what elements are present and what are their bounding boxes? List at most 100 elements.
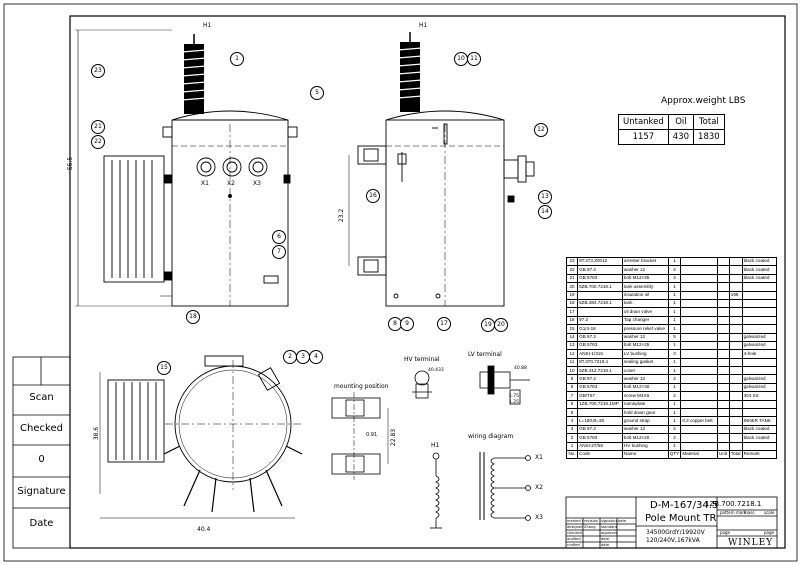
bom-cell: black coated [741,265,778,275]
bom-cell: black coated [741,273,778,284]
bom-cell: 8T.370.7218.1 [577,357,623,368]
balloon-13: 13 [538,190,552,204]
title-block-cell: marked num [567,519,583,523]
bom-cell: screw M4X6 [621,391,669,401]
bom-cell: 8T.473.Z0012 [577,256,623,267]
bom-cell: 1 [667,408,682,418]
bom-cell [717,374,730,384]
dim-38-6: 38.6 [93,426,101,441]
bom-cell: cover [621,366,669,376]
bom-cell: 2 [667,433,682,443]
wiring-diagram [430,452,531,529]
bom-cell [741,290,778,300]
bom-cell: GB 5783 [577,273,623,284]
bom-cell [728,273,743,284]
rating-line-1: 34500GrdY/19920V [646,529,705,536]
bom-cell: Code [577,449,623,460]
bom-cell: 5 [565,408,579,418]
x2-label: X2 [227,180,235,187]
bom-cell [728,441,743,452]
lv-dim2: 1.75 [509,394,520,399]
bom-cell: GB 97.2 [577,374,623,384]
balloon-9: 9 [400,317,414,331]
balloon-20: 20 [494,318,508,332]
bom-cell [680,382,718,393]
bom-cell [717,290,730,300]
bom-cell [728,315,743,326]
dim-55-5: 55.5 [67,156,75,171]
bom-cell: HV bushing [621,441,669,452]
bom-cell: 13 [565,340,579,351]
bom-cell: oil drain valve [621,307,669,317]
bom-cell: 10 [565,366,579,376]
title-block-cell: approved [601,531,617,535]
bom-cell [728,408,743,418]
bom-cell: 3 [565,424,579,435]
bom-cell [577,290,623,300]
bom-cell: 304 SS [741,391,778,401]
balloon-21: 21 [91,120,105,134]
balloon-18: 18 [186,310,200,324]
bom-cell: GB/T67 [577,391,623,401]
bom-cell: tank assembly [621,282,669,292]
bom-cell [728,433,743,443]
bom-cell [717,349,730,359]
bom-cell [680,273,718,284]
bom-cell: ANSI-1/315 [577,349,623,359]
bom-cell: arrester bracket [621,256,669,267]
company-name: WINLEY [728,538,774,548]
bom-cell: INNER TANK [741,416,778,426]
bom-cell: GB 97.2 [577,424,623,435]
bom-cell: tank [621,298,669,309]
bom-cell [728,416,743,426]
title-block-cell: checked [567,531,582,535]
bom-cell: L=180,B=30 [577,416,623,426]
bom-cell [728,374,743,384]
bom-cell [728,307,743,317]
bom-cell [717,391,730,401]
bom-cell: 2 [667,424,682,435]
bom-cell [680,298,718,309]
checked-label: Checked [20,423,63,434]
bom-cell: 1 [667,357,682,368]
balloon-22: 22 [91,135,105,149]
lv-dim3: 1.25 [509,400,520,405]
bom-cell: 14 [565,332,579,342]
bom-cell: black coated [741,256,778,267]
weight-header-untanked: Untanked [618,114,669,130]
bom-cell: bolt M12×30 [621,382,669,393]
bom-cell: 4-hole [741,349,778,359]
bom-cell [717,256,730,267]
bom-cell: Material [680,449,718,460]
bom-cell [680,391,718,401]
bom-cell: QTY [667,449,682,460]
bom-cell [577,408,623,418]
pattern-mark: pattern mark [720,510,747,515]
bom-cell: GB 97.2 [577,265,623,275]
balloon-11: 11 [467,52,481,66]
bom-cell: galvanized [741,332,778,342]
hv-dim: 40.433 [428,368,444,373]
bom-cell [680,340,718,351]
balloon-17: 17 [437,317,451,331]
bom-cell: 12 [565,349,579,359]
bom-cell [680,349,718,359]
bom-cell [717,424,730,435]
bom-cell [717,399,730,410]
hv-terminal-label: HV terminal [404,356,440,363]
bom-cell: 2 [565,433,579,443]
bom-cell: 22 [565,265,579,275]
bom-cell: 0.3 copper belt [680,416,718,426]
bom-cell [717,324,730,334]
balloon-19: 19 [481,318,495,332]
bom-cell [728,256,743,267]
balloon-14: 14 [538,205,552,219]
bom-cell [728,391,743,401]
bom-cell [741,357,778,368]
bom-cell: galvanized [741,382,778,393]
